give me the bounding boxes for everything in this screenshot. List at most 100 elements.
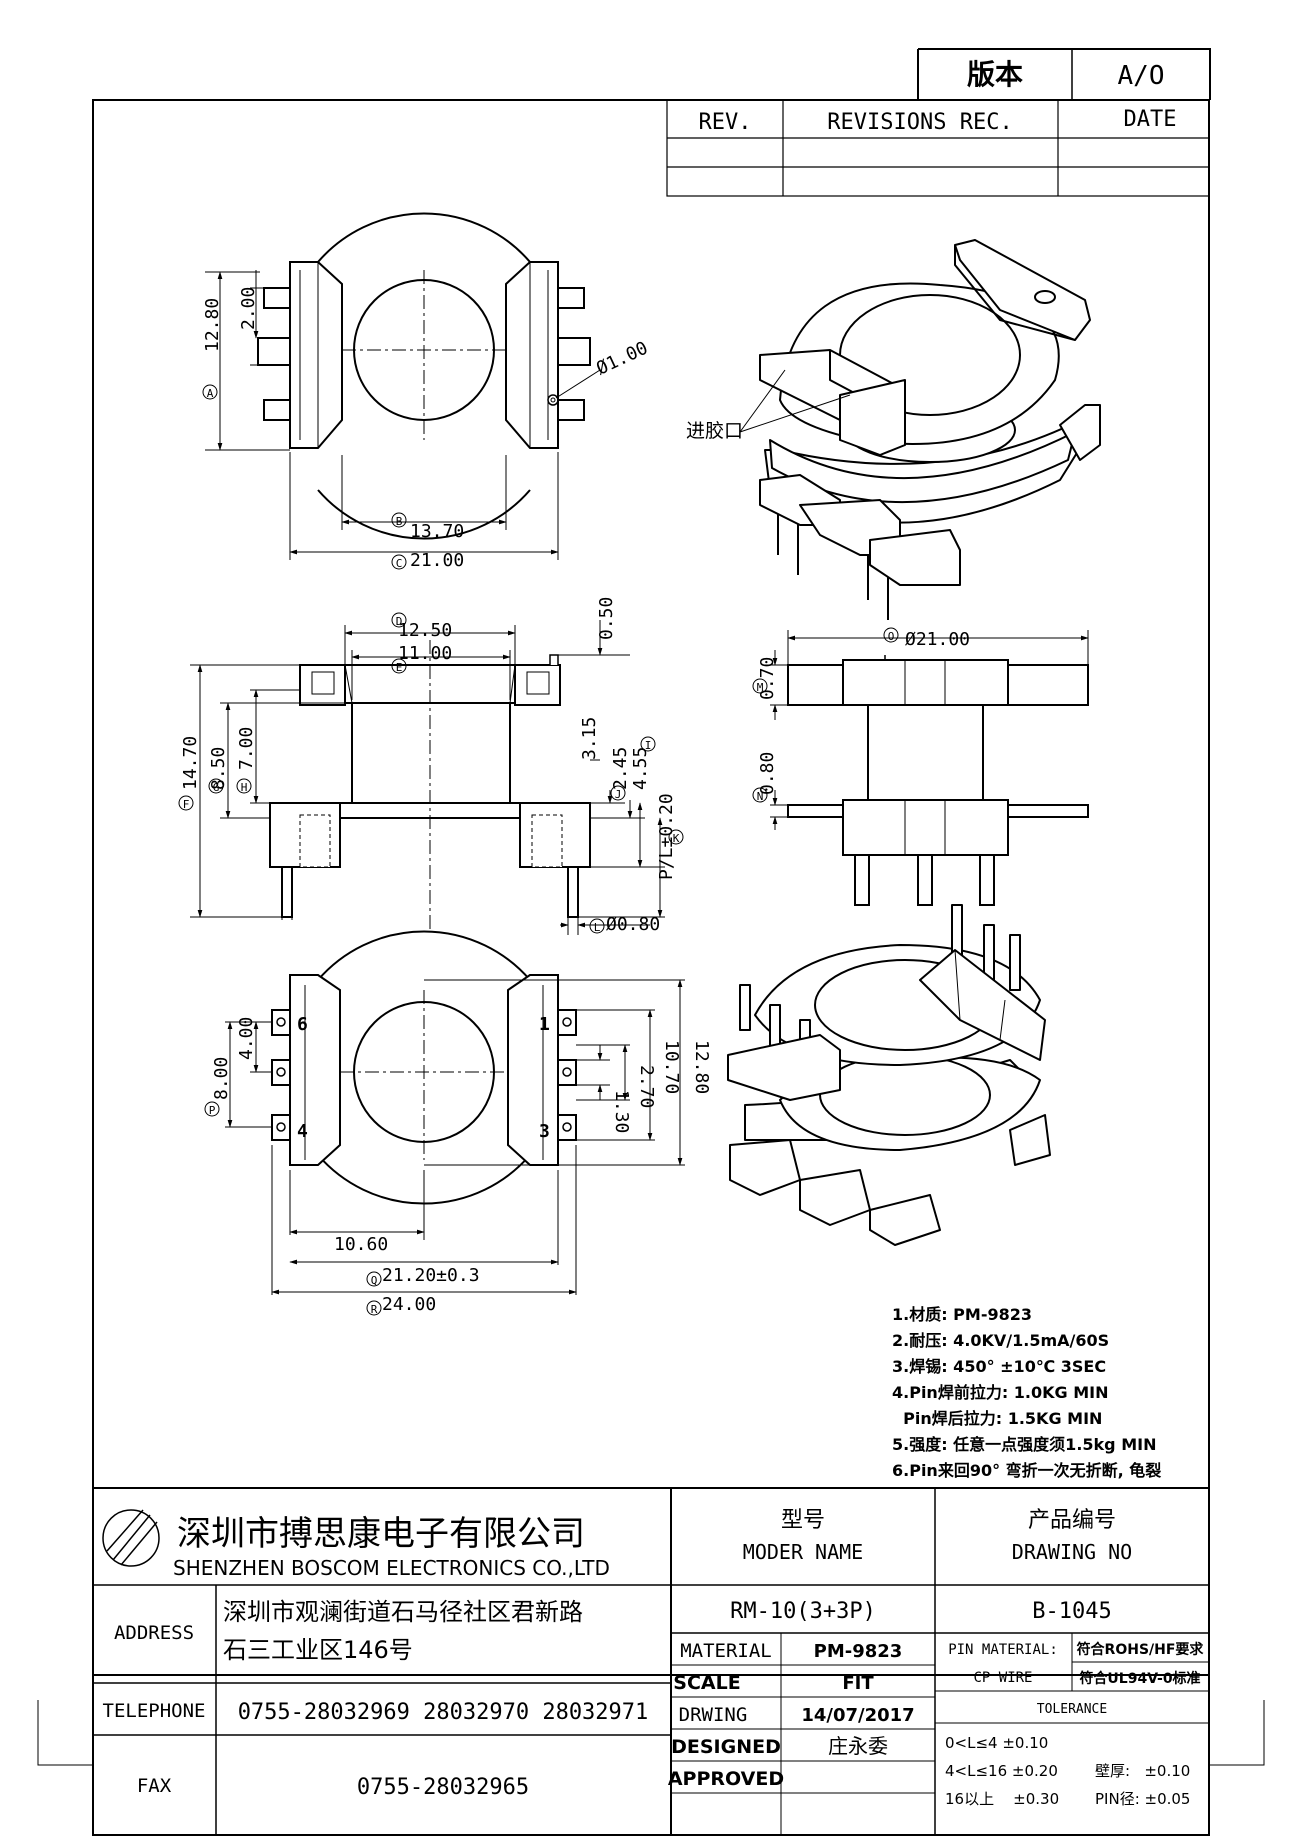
scale-label: SCALE (673, 1672, 740, 1694)
marker-h: H (241, 781, 248, 794)
dim-dia-21-00: Ø21.00 (905, 629, 970, 650)
dim-21-00: 21.00 (410, 550, 464, 571)
rohs-value: 符合ROHS/HF要求 (1076, 1641, 1205, 1658)
designed-value: 庄永委 (828, 1734, 888, 1758)
designed-label: DESIGNED (671, 1736, 781, 1758)
dim-24-00: 24.00 (382, 1294, 436, 1315)
dim-11-00: 11.00 (398, 643, 452, 664)
marker-a: A (207, 387, 214, 400)
dim-12-50: 12.50 (398, 620, 452, 641)
sheet-frame (37, 48, 1265, 1766)
top-view-dims (205, 270, 601, 560)
revisions-rec-header: REVISIONS REC. (827, 110, 1012, 135)
model-label-en: MODER NAME (743, 1540, 863, 1564)
iso-view-top (759, 239, 1101, 620)
pin-diameter: PIN径: ±0.05 (1095, 1790, 1190, 1808)
tolerance-row-1: 0<L≤4 ±0.10 (945, 1734, 1048, 1752)
company-logo (102, 1509, 160, 1567)
scale-value: FIT (842, 1673, 874, 1694)
material-value: PM-9823 (814, 1641, 903, 1662)
dim-0-80: 0.80 (757, 752, 778, 795)
revisions-table (666, 99, 1210, 197)
model-value: RM-10(3+3P) (730, 1599, 876, 1624)
address-line-1: 深圳市观澜街道石马径社区君新路 (223, 1598, 583, 1626)
date-header: DATE (1124, 107, 1177, 132)
marker-e: E (396, 661, 403, 674)
tolerance-title: TOLERANCE (1037, 1702, 1107, 1717)
dim-4-00: 4.00 (236, 1017, 257, 1060)
dim-0-70: 0.70 (757, 657, 778, 700)
marker-b: B (396, 515, 403, 528)
marker-k: K (673, 832, 680, 845)
dim-2-70: 2.70 (636, 1065, 657, 1108)
dim-10-70: 10.70 (661, 1040, 682, 1094)
model-label-cn: 型号 (781, 1508, 825, 1533)
dim-12-80-b: 12.80 (691, 1040, 712, 1094)
drawing-no-value: B-1045 (1032, 1599, 1111, 1624)
side-view-markers: O M N (752, 627, 899, 803)
marker-n: N (757, 790, 764, 803)
marker-p: P (209, 1104, 216, 1117)
dim-pl: P/L±0.20 (656, 793, 677, 880)
ul-value: 符合UL94V-0标准 (1078, 1670, 1200, 1687)
inlet-leaders (739, 369, 851, 433)
material-label: MATERIAL (680, 1640, 772, 1662)
pin-3-label: 3 (539, 1121, 550, 1142)
pin-material-label: PIN MATERIAL: (948, 1642, 1058, 1658)
note-4b: Pin焊后拉力: 1.5KG MIN (892, 1409, 1102, 1428)
note-3: 3.焊锡: 450° ±10℃ 3SEC (892, 1357, 1106, 1376)
rev-header: REV. (699, 110, 752, 135)
company-name-cn: 深圳市搏思康电子有限公司 (177, 1514, 585, 1554)
pin-6-label: 6 (297, 1014, 308, 1035)
iso-view-bottom (727, 904, 1051, 1246)
drwing-label: DRWING (679, 1704, 748, 1726)
front-view-markers: D E F G H J K L I (178, 612, 684, 934)
dim-4-55: 4.55 (630, 747, 651, 790)
drawing-no-label-cn: 产品编号 (1028, 1508, 1116, 1533)
marker-f: F (183, 798, 190, 811)
dim-2-45: 2.45 (610, 747, 631, 790)
front-view-dims (190, 620, 665, 935)
pin-4-label: 4 (297, 1121, 308, 1142)
note-1: 1.材质: PM-9823 (892, 1305, 1032, 1324)
telephone-value: 0755-28032969 28032970 28032971 (238, 1700, 649, 1725)
pin-1-label: 1 (539, 1014, 550, 1035)
note-4: 4.Pin焊前拉力: 1.0KG MIN (892, 1383, 1109, 1402)
dim-1-30: 1.30 (611, 1090, 632, 1133)
dim-3-15: 3.15 (579, 717, 600, 760)
side-view (787, 655, 1089, 906)
drwing-value: 14/07/2017 (801, 1705, 914, 1726)
marker-g: G (213, 781, 220, 794)
marker-j: J (615, 788, 622, 801)
marker-l: L (594, 921, 601, 934)
marker-i: I (645, 739, 652, 752)
telephone-label: TELEPHONE (103, 1700, 206, 1722)
address-line-2: 石三工业区146号 (223, 1636, 413, 1664)
wall-thickness: 壁厚: ±0.10 (1095, 1762, 1190, 1780)
version-value: A/O (1118, 61, 1165, 91)
fax-label: FAX (137, 1775, 172, 1797)
front-view (269, 640, 591, 930)
marker-o: O (888, 630, 895, 643)
note-2: 2.耐压: 4.0KV/1.5mA/60S (892, 1331, 1109, 1350)
top-view (257, 212, 591, 540)
cp-wire-label: CP WIRE (973, 1670, 1032, 1686)
version-label: 版本 (967, 58, 1023, 91)
bottom-view-markers: P Q R (204, 1101, 382, 1316)
tolerance-row-2: 4<L≤16 ±0.20 (945, 1762, 1058, 1780)
dim-7-00: 7.00 (236, 727, 257, 770)
bottom-view (271, 930, 577, 1205)
address-label: ADDRESS (114, 1622, 194, 1644)
dim-14-70: 14.70 (180, 736, 201, 790)
dim-10-60: 10.60 (334, 1234, 388, 1255)
note-6: 6.Pin来回90° 弯折一次无折断, 龟裂 (892, 1461, 1161, 1480)
bottom-view-dims (225, 979, 685, 1295)
inlet-label: 进胶口 (686, 420, 743, 442)
approved-label: APPROVED (668, 1768, 784, 1790)
company-name-en: SHENZHEN BOSCOM ELECTRONICS CO.,LTD (173, 1556, 610, 1580)
marker-r: R (371, 1303, 378, 1316)
dim-hole-1-00: Ø1.00 (593, 338, 651, 380)
marker-c: C (396, 557, 403, 570)
